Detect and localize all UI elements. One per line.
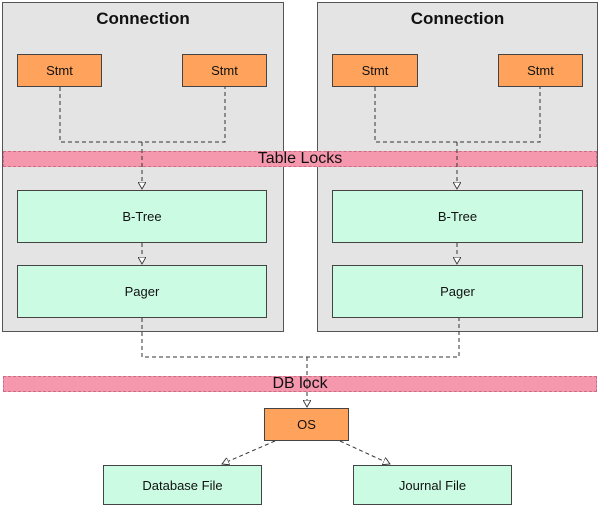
pager-box: Pager (17, 265, 267, 318)
stmt-label: Stmt (527, 63, 554, 78)
pager-label: Pager (440, 284, 475, 299)
table-locks-band: Table Locks (3, 150, 597, 167)
stmt-label: Stmt (211, 63, 238, 78)
btree-box: B-Tree (17, 190, 267, 243)
stmt-box: Stmt (498, 54, 583, 87)
stmt-box: Stmt (332, 54, 418, 87)
connection-title: Connection (96, 9, 190, 28)
stmt-box: Stmt (17, 54, 102, 87)
table-locks-label: Table Locks (257, 150, 343, 167)
connector (59, 87, 226, 143)
btree-box: B-Tree (332, 190, 583, 243)
db-lock-label: DB lock (272, 375, 328, 392)
stmt-label: Stmt (46, 63, 73, 78)
connector (222, 440, 276, 464)
connector (374, 87, 541, 143)
stmt-box: Stmt (182, 54, 267, 87)
pager-label: Pager (124, 284, 160, 299)
journal-file-label: Journal File (398, 477, 467, 493)
db-lock-band: DB lock (3, 375, 597, 392)
connector (141, 318, 460, 358)
btree-label: B-Tree (437, 209, 478, 224)
journal-file-box: Journal File (353, 465, 512, 505)
os-box: OS (264, 408, 349, 441)
database-file-box: Database File (103, 465, 262, 505)
os-label: OS (297, 417, 316, 432)
database-file-label: Database File (142, 477, 223, 493)
btree-label: B-Tree (122, 209, 162, 224)
stmt-label: Stmt (361, 63, 389, 78)
connection-title: Connection (410, 9, 505, 28)
pager-box: Pager (332, 265, 583, 318)
connector (339, 440, 390, 464)
